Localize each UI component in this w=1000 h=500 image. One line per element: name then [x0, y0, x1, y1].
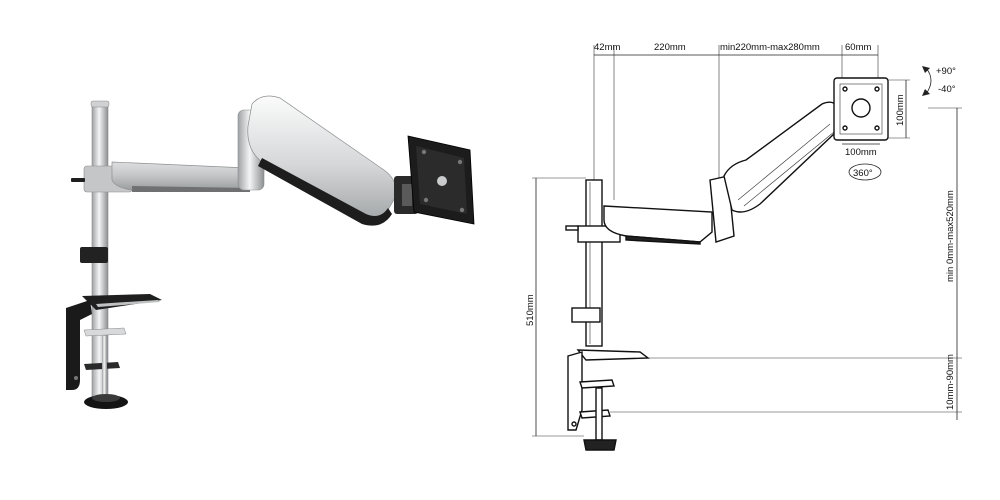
drawing-clamp-low-plate: [579, 409, 611, 419]
drawing-first-arm: [603, 205, 713, 243]
gas-spring-line: [743, 131, 835, 207]
label-height-range: min 0mm-max520mm: [945, 190, 956, 282]
drawing-vesa-center: [851, 98, 871, 118]
clamp-screw: [74, 376, 78, 380]
drawing-clamp-top: [576, 349, 651, 361]
label-42mm: 42mm: [594, 42, 620, 53]
drawing-vesa-hole: [842, 86, 848, 92]
tilt-arrow: [925, 67, 932, 95]
drawing-vesa-hole: [874, 125, 880, 131]
pole-cap: [90, 100, 110, 108]
label-clamp-range: 10mm-90mm: [945, 354, 956, 410]
clamp-body: [66, 300, 92, 390]
gas-spring-underside: [258, 158, 392, 226]
drawing-clamp-body: [567, 351, 583, 431]
collar-knob: [71, 178, 85, 182]
drawing-vesa-hole: [842, 125, 848, 131]
vesa-hole: [421, 149, 427, 155]
clamp-plate-mid: [83, 327, 127, 337]
label-min-max-reach: min220mm-max280mm: [720, 42, 820, 53]
label-vesa-vertical: 100mm: [895, 94, 906, 126]
label-tilt-up: +90°: [936, 66, 956, 77]
gas-spring-line: [737, 123, 831, 201]
drawing-clamp-screw: [595, 387, 603, 441]
drawing-collar-knob: [565, 225, 579, 231]
first-arm-shadow: [132, 186, 250, 192]
label-pole-height: 510mm: [525, 294, 536, 326]
product-photo: [66, 95, 475, 409]
clamp-top-edge: [96, 300, 160, 307]
vesa-hole: [457, 159, 463, 165]
drawing-cable-clip: [571, 307, 601, 323]
rotation-badge: [848, 163, 882, 181]
tilt-arrow-head-bottom: [922, 89, 930, 96]
label-220mm: 220mm: [654, 42, 686, 53]
tilt-arrow-head-top: [922, 66, 930, 73]
drawing-clamp-mid-plate: [579, 379, 615, 389]
vesa-hole: [459, 207, 465, 213]
vesa-hole: [423, 197, 429, 203]
drawing-vesa-hole: [874, 86, 880, 92]
drawing-gas-spring: [723, 101, 841, 213]
drawing-clamp-foot: [583, 439, 617, 451]
drawing-clamp-bolt: [571, 421, 577, 427]
drawing-first-arm-lower: [625, 235, 701, 245]
label-tilt-down: -40°: [938, 84, 956, 95]
label-rotation: 360°: [853, 168, 873, 179]
technical-drawing: 42mm 220mm min220mm-max280mm 60mm 100mm: [525, 42, 962, 451]
drawing-vesa-inner: [839, 83, 883, 135]
label-60mm: 60mm: [845, 42, 871, 53]
clamp-screw-rod: [102, 336, 107, 396]
tilt-hinge: [402, 184, 412, 206]
label-vesa-horizontal: 100mm: [845, 147, 877, 158]
cable-clip: [80, 247, 108, 263]
vesa-center: [437, 176, 447, 186]
clamp-foot-top: [92, 394, 120, 402]
